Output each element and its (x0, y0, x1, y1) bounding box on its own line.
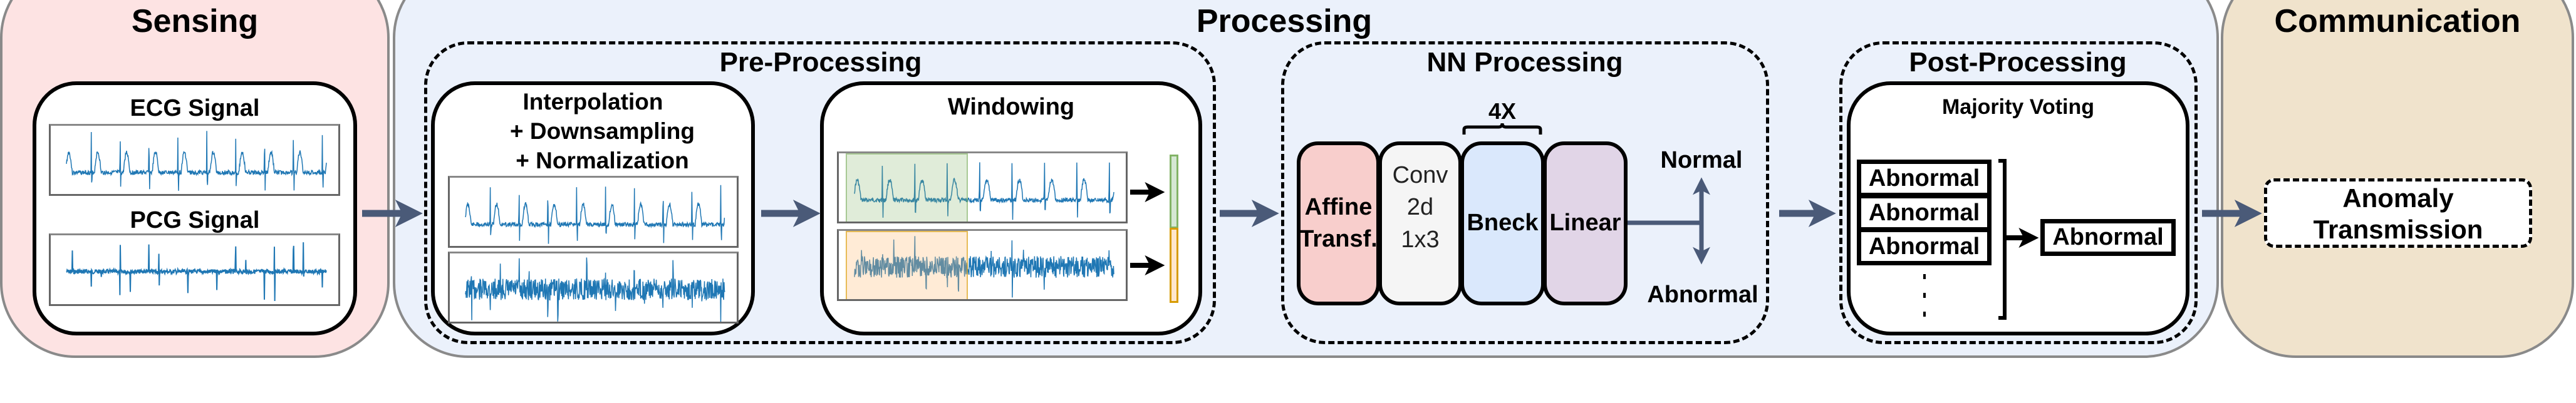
normalization-label: + Normalization (516, 148, 689, 173)
signal-waveform (854, 236, 1114, 298)
votes-bracket (1998, 159, 2007, 320)
ecg-window-highlight (846, 153, 968, 222)
repeat-brace (1462, 123, 1542, 135)
processing-title: Processing (1196, 3, 1373, 39)
vote-box-3: Abnormal (1857, 228, 1992, 265)
post-processing-title: Post-Processing (1909, 47, 2127, 78)
output-normal-label: Normal (1660, 147, 1743, 173)
linear-block: Linear (1543, 141, 1628, 305)
signal-waveform (66, 242, 327, 302)
transmission-label: Transmission (2313, 215, 2483, 244)
pre-processing-title: Pre-Processing (719, 47, 922, 78)
pcg-preprocessed-plot (448, 252, 739, 324)
ecg-signal-label: ECG Signal (130, 95, 260, 121)
repeat-label: 4X (1488, 98, 1517, 124)
pre-processing-section (424, 41, 1216, 344)
majority-result-box: Abnormal (2040, 219, 2176, 256)
communication-title: Communication (2274, 3, 2521, 39)
downsampling-label: + Downsampling (509, 118, 695, 144)
bneck-block: Bneck (1460, 141, 1545, 305)
nn-processing-section (1281, 41, 1769, 344)
signal-waveform (66, 131, 327, 191)
pcg-window-feature-bar (1170, 228, 1178, 303)
ecg-window-feature-bar (1170, 155, 1178, 228)
pcg-windowed-plot (837, 229, 1128, 301)
anomaly-label: Anomaly (2342, 183, 2454, 213)
ecg-raw-plot (49, 124, 340, 196)
ecg-windowed-plot (837, 151, 1128, 223)
conv-line3: 1x3 (1401, 226, 1440, 253)
vote-box-1: Abnormal (1857, 160, 1992, 197)
signal-waveform (854, 162, 1114, 220)
sensing-title: Sensing (131, 3, 259, 39)
affine-line2: Transf. (1299, 226, 1378, 252)
pcg-raw-plot (49, 233, 340, 306)
nn-processing-title: NN Processing (1426, 47, 1623, 78)
signal-waveform (465, 185, 725, 244)
conv-line2: 2d (1406, 194, 1434, 221)
vote-box-2: Abnormal (1857, 194, 1992, 232)
conv-line1: Conv (1392, 162, 1448, 189)
ecg-preprocessed-plot (448, 176, 739, 248)
majority-voting-label: Majority Voting (1941, 95, 2095, 119)
interpolation-label: Interpolation (522, 89, 663, 115)
bneck-label: Bneck (1467, 210, 1539, 237)
affine-line1: Affine (1304, 193, 1373, 220)
pcg-signal-label: PCG Signal (130, 207, 260, 233)
anomaly-transmission-box (2264, 178, 2532, 248)
output-abnormal-label: Abnormal (1647, 282, 1758, 308)
linear-label: Linear (1549, 210, 1621, 237)
post-processing-section (1839, 41, 2198, 344)
signal-waveform (465, 257, 725, 322)
pcg-window-highlight (846, 231, 968, 299)
windowing-label: Windowing (947, 94, 1075, 120)
